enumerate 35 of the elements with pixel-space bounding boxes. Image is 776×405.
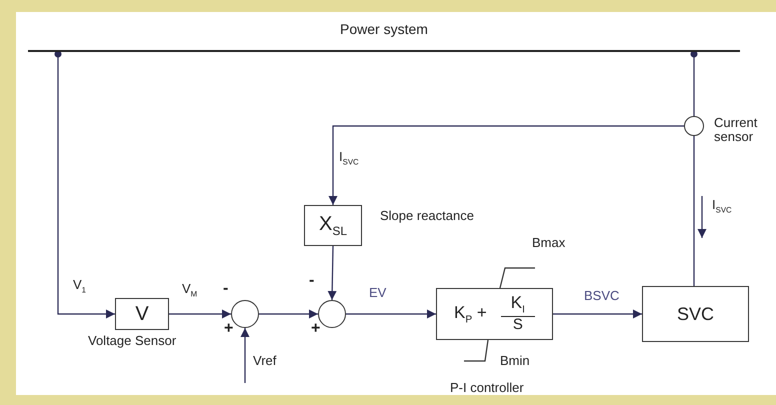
connector-arrow — [328, 125, 684, 205]
connector-arrow — [553, 310, 642, 318]
limit-label: Bmax — [532, 236, 566, 250]
sign-label: - — [223, 280, 228, 298]
power-bus — [28, 22, 740, 52]
block-caption: P-I controller — [450, 381, 524, 396]
block-label: V — [135, 302, 149, 326]
sign-label: + — [224, 320, 234, 338]
fraction-denominator: S — [512, 317, 523, 334]
controller-block — [436, 288, 553, 340]
edge-label: BSVC — [583, 289, 620, 304]
connector-arrow — [259, 310, 318, 318]
slope-block — [304, 205, 362, 246]
connector-arrow — [169, 310, 231, 318]
gain-term: K$_{P}$ + — [454, 302, 487, 326]
bus-label: Power system — [340, 22, 428, 38]
svc-block — [642, 286, 749, 342]
fraction-numerator: K$_{I}$ — [500, 294, 535, 318]
sign-label: - — [309, 272, 314, 290]
limit-label: Bmin — [500, 354, 530, 368]
current-label: I$_{SVC}$ — [712, 198, 732, 216]
block-label: X$_{SL}$ — [318, 213, 348, 238]
sign-label: + — [311, 320, 320, 338]
block-label: SVC — [676, 304, 714, 324]
connector-arrow — [328, 246, 337, 300]
sensor-block — [115, 298, 169, 330]
edge-label: V$_{M}$ — [181, 282, 198, 300]
edge-label: I$_{SVC}$ — [338, 150, 360, 168]
edge-label: Vref — [252, 354, 278, 368]
connector-arrow — [346, 310, 436, 318]
block-caption: Slope reactance — [380, 209, 474, 224]
block-caption: Current sensor — [714, 116, 758, 145]
edge-label: V$_{1}$ — [72, 278, 88, 296]
block-caption: Voltage Sensor — [88, 334, 176, 348]
connector-arrow — [240, 328, 250, 383]
